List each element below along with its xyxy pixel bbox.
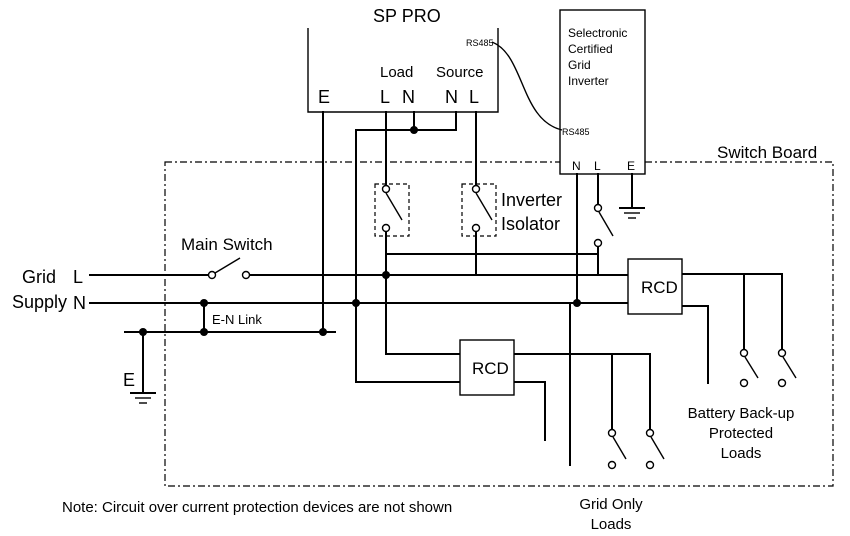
rcd-upper-box xyxy=(627,258,683,315)
sp-pro-unit: SP PRO RS485 Load Source E L N N L xyxy=(307,6,499,113)
sp-pro-load-n-terminal: N xyxy=(402,87,415,107)
grid-inverter-unit: Selectronic Certified Grid Inverter RS48… xyxy=(559,9,646,175)
main-switch-label: Main Switch xyxy=(181,235,273,254)
grid-only-loads-label-1: Grid Only xyxy=(579,496,643,513)
grid-inverter-line2: Certified xyxy=(568,42,613,56)
rcd-upper-label: RCD xyxy=(641,278,678,297)
sp-pro-source-n-terminal: N xyxy=(445,87,458,107)
earth-label: E xyxy=(123,370,135,390)
inverter-isolator-label-1: Inverter xyxy=(501,190,562,210)
sp-pro-source-label: Source xyxy=(436,64,484,81)
sp-pro-rs485-label: RS485 xyxy=(466,38,494,48)
grid-inverter-switch xyxy=(593,203,614,248)
sp-pro-title: SP PRO xyxy=(373,6,441,26)
grid-inverter-n-terminal: N xyxy=(572,159,581,173)
grid-supply-label-2: Supply xyxy=(12,292,67,312)
rcd-lower-box xyxy=(459,339,515,396)
note-text: Note: Circuit over current protection de… xyxy=(62,499,452,516)
junction-dots xyxy=(139,126,581,336)
sp-pro-load-l-terminal: L xyxy=(380,87,390,107)
grid-supply-l-label: L xyxy=(73,267,83,287)
grid-supply-n-label: N xyxy=(73,293,86,313)
rs485-cable xyxy=(491,41,563,131)
grid-inverter-line4: Inverter xyxy=(568,74,609,88)
sp-pro-earth-terminal: E xyxy=(318,87,330,107)
switch-board-label: Switch Board xyxy=(717,143,817,162)
backup-load-switches xyxy=(739,348,797,388)
grid-only-load-switches xyxy=(607,428,665,470)
sp-pro-source-l-terminal: L xyxy=(469,87,479,107)
backup-loads-label-1: Battery Back-up xyxy=(688,405,795,422)
grid-inverter-line3: Grid xyxy=(568,58,591,72)
grid-inverter-e-terminal: E xyxy=(627,159,635,173)
inverter-isolator xyxy=(374,183,497,237)
grid-only-loads-label-2: Loads xyxy=(591,516,632,533)
backup-loads-label-3: Loads xyxy=(721,445,762,462)
switch-board-boundary xyxy=(164,161,834,487)
sp-pro-load-label: Load xyxy=(380,64,413,81)
grid-inverter-rs485-label: RS485 xyxy=(562,127,590,137)
wiring xyxy=(89,111,783,466)
main-switch xyxy=(207,257,251,280)
grid-supply-label-1: Grid xyxy=(22,267,56,287)
inverter-isolator-label-2: Isolator xyxy=(501,214,560,234)
rcd-lower-label: RCD xyxy=(472,359,509,378)
grid-inverter-l-terminal: L xyxy=(594,159,601,173)
grid-inverter-line1: Selectronic xyxy=(568,26,627,40)
en-link-label: E-N Link xyxy=(212,312,262,327)
backup-loads-label-2: Protected xyxy=(709,425,773,442)
